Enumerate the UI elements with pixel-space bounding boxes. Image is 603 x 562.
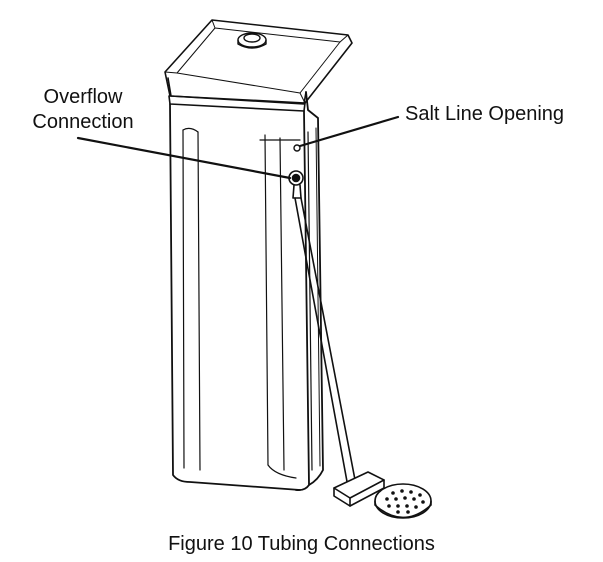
tank-lid: [164, 19, 353, 112]
figure-caption: Figure 10 Tubing Connections: [168, 533, 435, 555]
salt-line-leader-line: [298, 115, 400, 148]
overflow-connection-label: Overflow Connection: [16, 85, 150, 135]
drain-grate: [374, 483, 432, 519]
lid-cap: [237, 32, 267, 49]
overflow-label-line-2: Connection: [32, 111, 134, 133]
overflow-fitting: [288, 170, 304, 199]
tank-body: [169, 91, 324, 492]
salt-line-opening: [293, 144, 301, 152]
overflow-label-line-1: Overflow: [43, 86, 123, 108]
salt-line-opening-label: Salt Line Opening: [405, 103, 565, 125]
overflow-tubing: [294, 197, 385, 507]
overflow-leader-line: [76, 136, 292, 180]
